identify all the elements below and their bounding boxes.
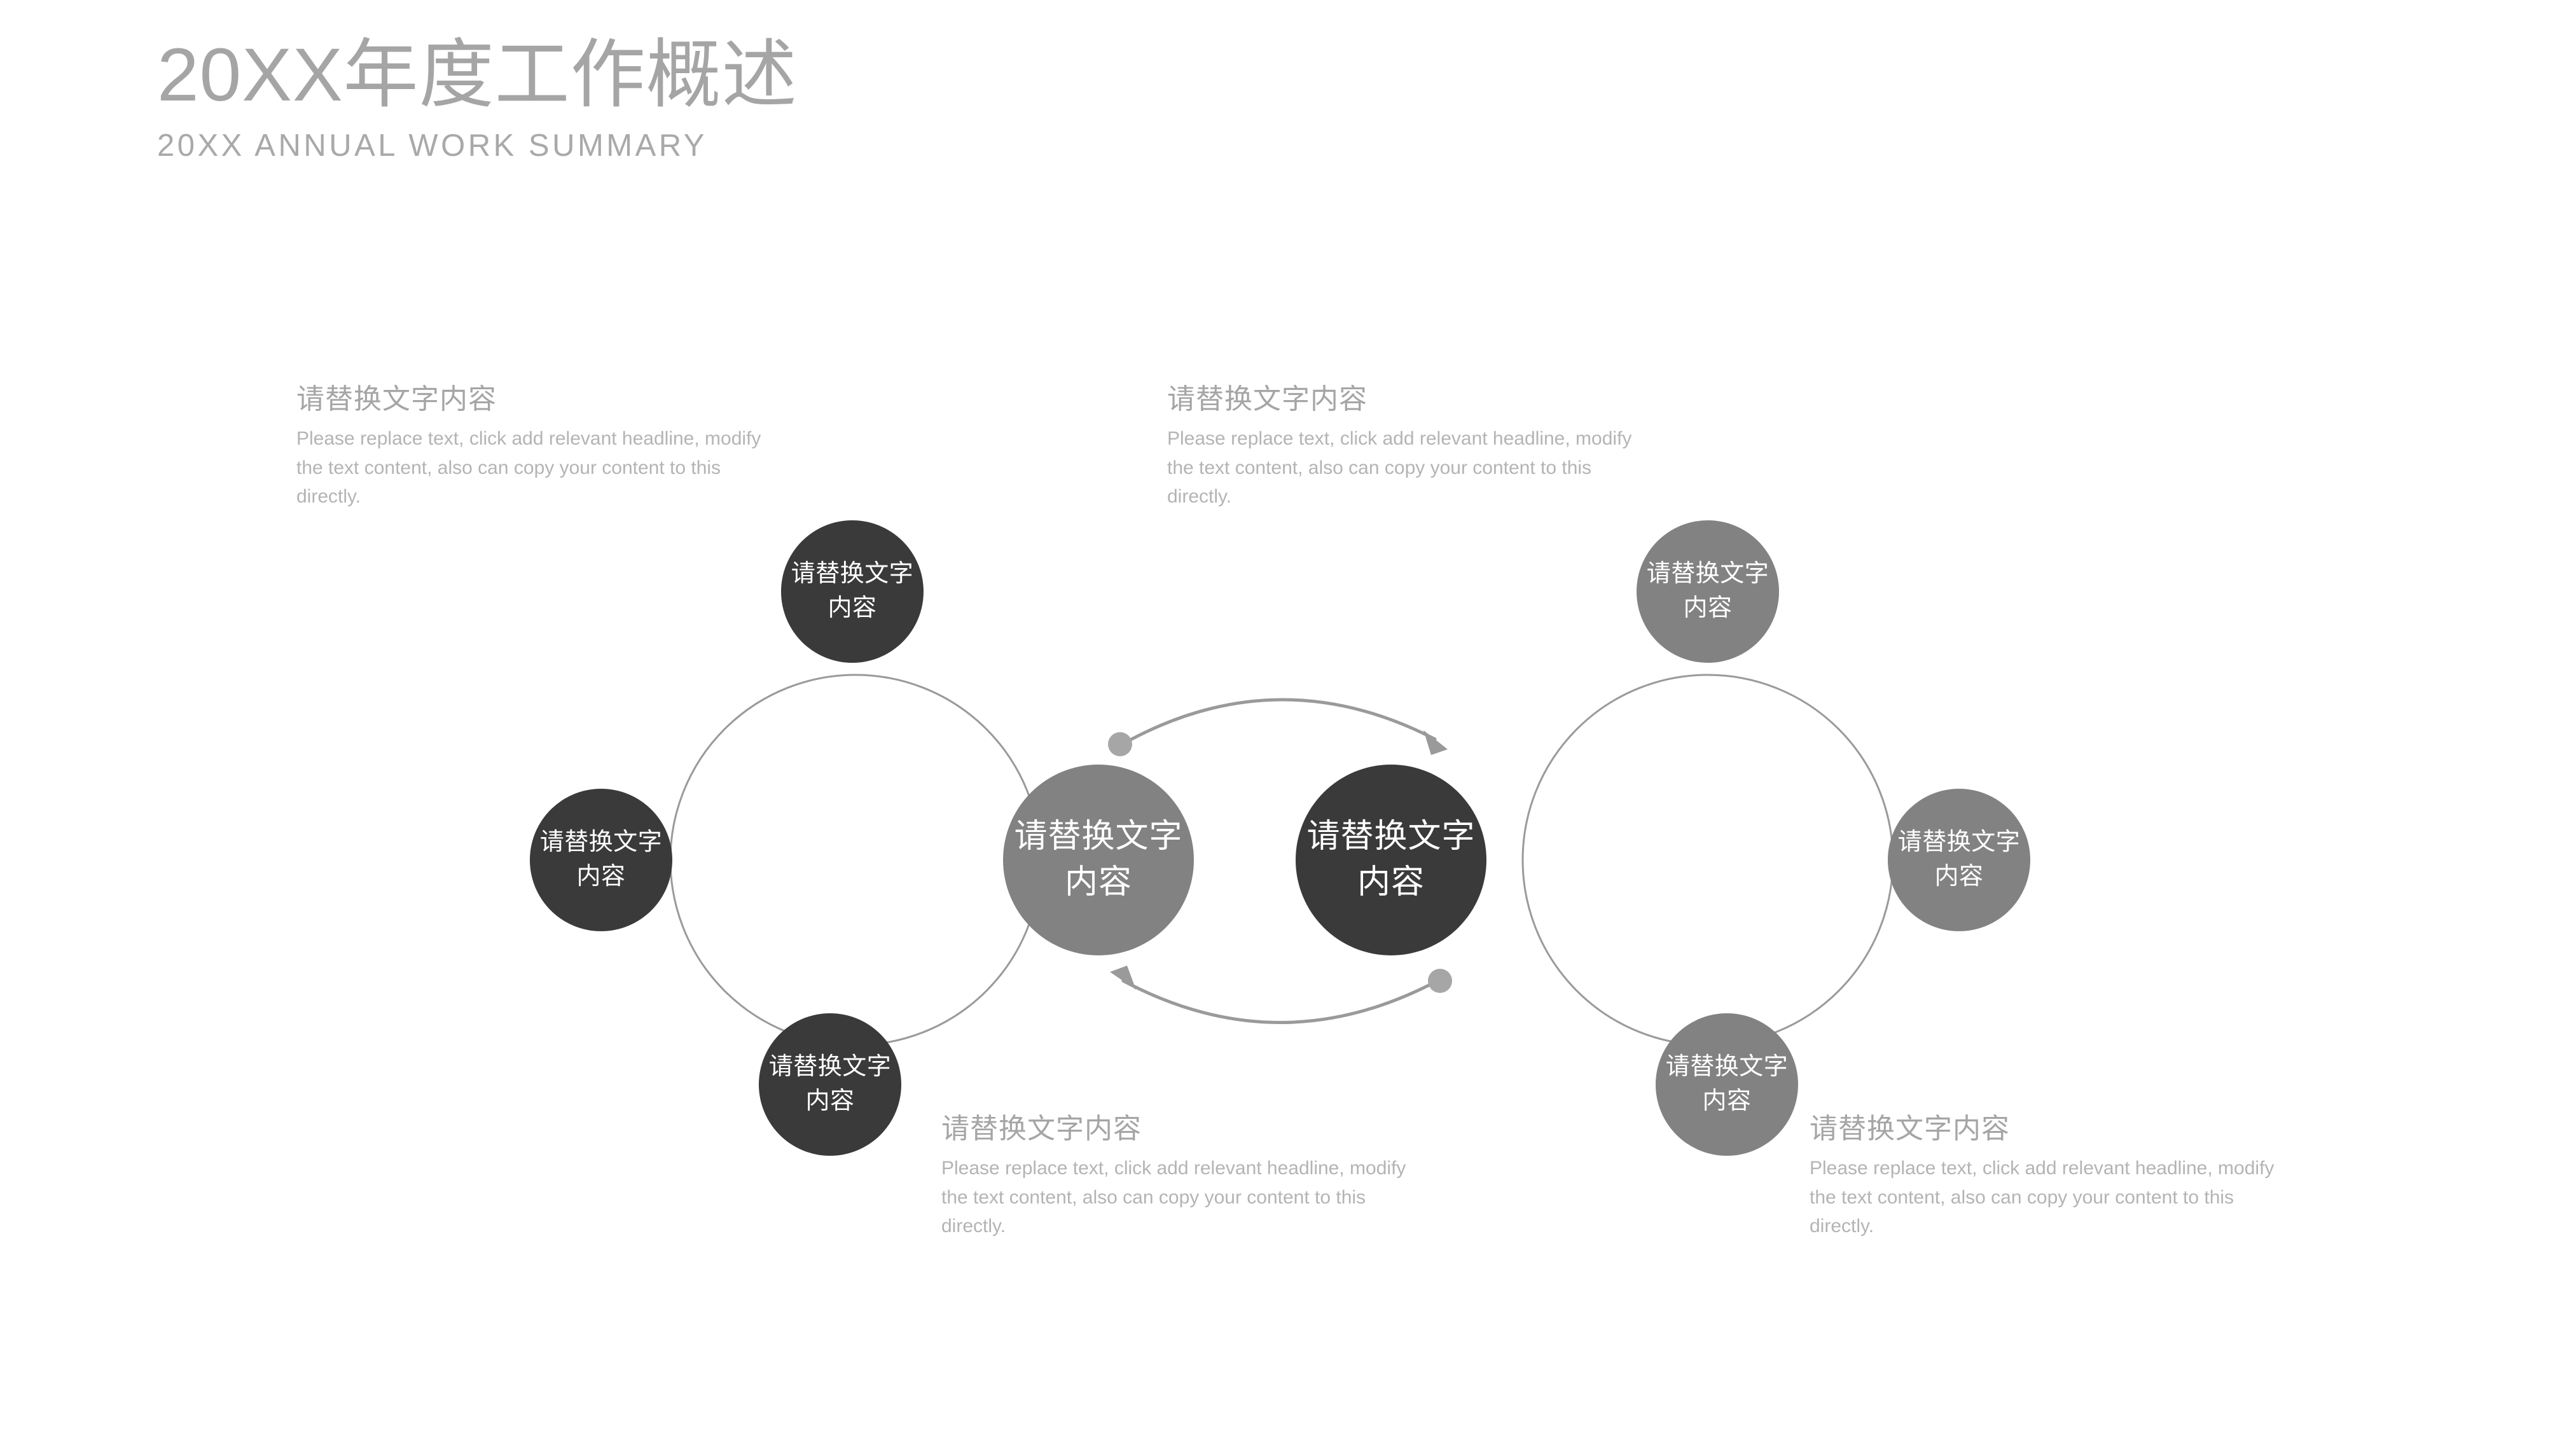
caption-bottom-left-body: Please replace text, click add relevant …: [941, 1158, 1406, 1237]
arrow-top-path: [1123, 698, 1437, 745]
left-satellite-bottom[interactable]: 请替换文字内容: [759, 1013, 901, 1156]
left-satellite-left-label: 请替换文字内容: [539, 829, 663, 890]
arrow-bottom-path: [1121, 979, 1437, 1024]
arrow-top-start-dot: [1108, 732, 1132, 756]
left-satellite-bottom-label: 请替换文字内容: [768, 1053, 892, 1114]
page-subtitle: 20XX ANNUAL WORK SUMMARY: [157, 128, 707, 163]
right-satellite-top[interactable]: 请替换文字内容: [1637, 520, 1779, 663]
caption-top-left: 请替换文字内容 Please replace text, click add r…: [296, 382, 780, 511]
caption-top-left-body: Please replace text, click add relevant …: [296, 428, 761, 508]
left-satellite-top[interactable]: 请替换文字内容: [781, 520, 924, 663]
caption-top-right-body: Please replace text, click add relevant …: [1167, 428, 1632, 508]
hub-right[interactable]: 请替换文字内容: [1296, 765, 1486, 955]
slide-header: 20XX年度工作概述 20XX ANNUAL WORK SUMMARY: [157, 33, 1175, 167]
caption-bottom-right: 请替换文字内容 Please replace text, click add r…: [1810, 1111, 2293, 1241]
page-title: 20XX年度工作概述: [157, 33, 798, 117]
arrow-top-head: [1423, 730, 1448, 755]
right-satellite-top-label: 请替换文字内容: [1646, 560, 1769, 621]
hub-right-label: 请替换文字内容: [1306, 818, 1476, 901]
right-satellite-bottom[interactable]: 请替换文字内容: [1656, 1013, 1798, 1156]
right-ring-outline: [1521, 674, 1894, 1046]
caption-bottom-left: 请替换文字内容 Please replace text, click add r…: [941, 1111, 1425, 1241]
caption-top-left-title: 请替换文字内容: [296, 384, 497, 415]
left-satellite-top-label: 请替换文字内容: [791, 560, 914, 621]
arrow-bottom-head: [1110, 966, 1136, 990]
left-ring-outline: [669, 674, 1042, 1046]
caption-bottom-left-title: 请替换文字内容: [941, 1113, 1142, 1144]
hub-left[interactable]: 请替换文字内容: [1003, 765, 1194, 955]
caption-top-right: 请替换文字内容 Please replace text, click add r…: [1167, 382, 1651, 511]
hub-left-label: 请替换文字内容: [1014, 818, 1183, 901]
right-satellite-right-label: 请替换文字内容: [1897, 829, 2021, 890]
caption-bottom-right-body: Please replace text, click add relevant …: [1810, 1158, 2275, 1237]
right-satellite-bottom-label: 请替换文字内容: [1665, 1053, 1789, 1114]
right-satellite-right[interactable]: 请替换文字内容: [1888, 789, 2030, 931]
arrow-bottom-start-dot: [1428, 969, 1452, 993]
caption-bottom-right-title: 请替换文字内容: [1810, 1113, 2010, 1144]
caption-top-right-title: 请替换文字内容: [1167, 384, 1368, 415]
left-satellite-left[interactable]: 请替换文字内容: [530, 789, 672, 931]
